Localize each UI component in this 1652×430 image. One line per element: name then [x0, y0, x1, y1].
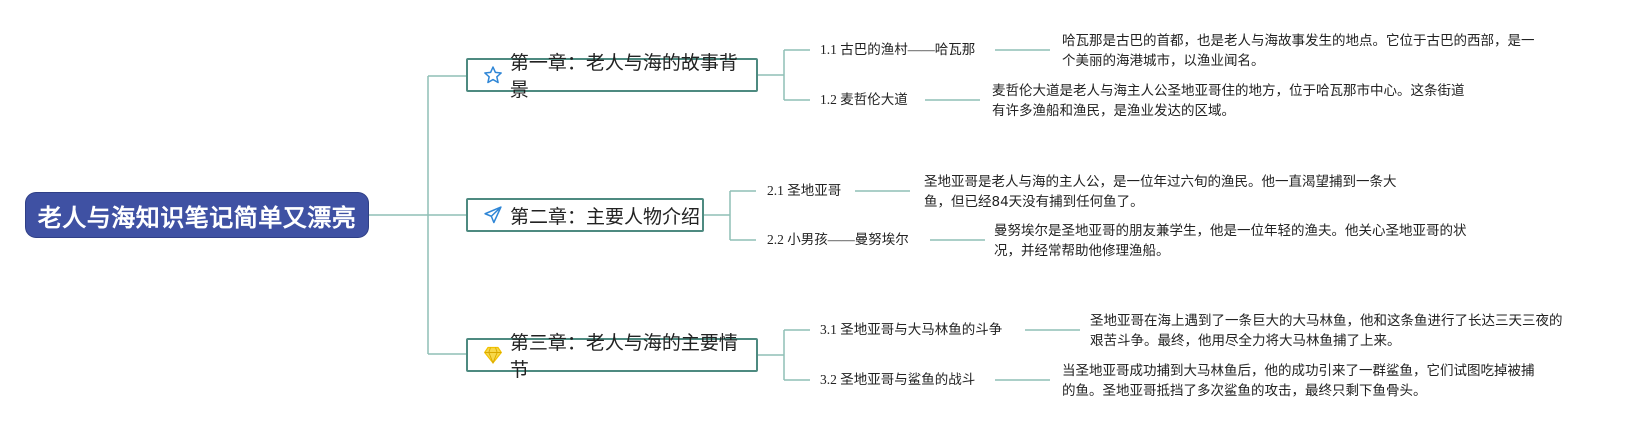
chapter-node-3[interactable]: 第三章：老人与海的主要情节 — [466, 332, 758, 381]
topic-3-2[interactable]: 3.2 圣地亚哥与鲨鱼的战斗 — [820, 372, 976, 387]
description-line: 圣地亚哥是老人与海的主人公，是一位年过六旬的渔民。他一直渴望捕到一条大 — [924, 174, 1397, 190]
topic-1-2-description: 麦哲伦大道是老人与海主人公圣地亚哥住的地方，位于哈瓦那市中心。这条街道 有许多渔… — [992, 81, 1512, 121]
description-line: 艰苦斗争。最终，他用尽全力将大马林鱼捕了上来。 — [1090, 333, 1401, 349]
chapter-node-2[interactable]: 第二章：主要人物介绍 — [466, 198, 704, 232]
description-line: 鱼，但已经84天没有捕到任何鱼了。 — [924, 194, 1144, 210]
topic-2-1[interactable]: 2.1 圣地亚哥 — [767, 183, 842, 198]
root-node[interactable]: 老人与海知识笔记简单又漂亮 — [26, 193, 368, 237]
description-line: 当圣地亚哥成功捕到大马林鱼后，他的成功引来了一群鲨鱼，它们试图吃掉被捕 — [1062, 363, 1535, 379]
topic-2-1-description: 圣地亚哥是老人与海的主人公，是一位年过六旬的渔民。他一直渴望捕到一条大 鱼，但已… — [924, 172, 1444, 212]
chapter-node-1[interactable]: 第一章：老人与海的故事背景 — [466, 52, 758, 101]
topic-1-2[interactable]: 1.2 麦哲伦大道 — [820, 92, 908, 107]
topic-1-1-description: 哈瓦那是古巴的首都，也是老人与海故事发生的地点。它位于古巴的西部，是一 个美丽的… — [1062, 31, 1582, 71]
description-line: 的鱼。圣地亚哥抵挡了多次鲨鱼的攻击，最终只剩下鱼骨头。 — [1062, 383, 1427, 399]
description-line: 况，并经常帮助他修理渔船。 — [994, 243, 1170, 259]
paper-plane-icon — [482, 204, 504, 226]
topic-3-2-description: 当圣地亚哥成功捕到大马林鱼后，他的成功引来了一群鲨鱼，它们试图吃掉被捕 的鱼。圣… — [1062, 361, 1582, 401]
chapter-label-3: 第三章：老人与海的主要情节 — [509, 332, 738, 381]
star-outline-icon — [482, 64, 504, 86]
root-label: 老人与海知识笔记简单又漂亮 — [37, 203, 357, 232]
topic-3-1[interactable]: 3.1 圣地亚哥与大马林鱼的斗争 — [820, 322, 1003, 337]
topic-3-1-description: 圣地亚哥在海上遇到了一条巨大的大马林鱼，他和这条鱼进行了长达三天三夜的 艰苦斗争… — [1090, 311, 1610, 351]
topic-2-2-description: 曼努埃尔是圣地亚哥的朋友兼学生，他是一位年轻的渔夫。他关心圣地亚哥的状 况，并经… — [994, 221, 1514, 261]
description-line: 个美丽的海港城市，以渔业闻名。 — [1062, 53, 1265, 69]
topic-2-2[interactable]: 2.2 小男孩——曼努埃尔 — [767, 232, 909, 247]
description-line: 哈瓦那是古巴的首都，也是老人与海故事发生的地点。它位于古巴的西部，是一 — [1062, 33, 1535, 49]
chapter-label-1: 第一章：老人与海的故事背景 — [509, 52, 738, 101]
topic-1-1[interactable]: 1.1 古巴的渔村——哈瓦那 — [820, 42, 976, 57]
diamond-icon — [482, 344, 504, 366]
description-line: 圣地亚哥在海上遇到了一条巨大的大马林鱼，他和这条鱼进行了长达三天三夜的 — [1090, 313, 1563, 329]
description-line: 曼努埃尔是圣地亚哥的朋友兼学生，他是一位年轻的渔夫。他关心圣地亚哥的状 — [994, 223, 1467, 239]
description-line: 有许多渔船和渔民，是渔业发达的区域。 — [992, 103, 1235, 119]
description-line: 麦哲伦大道是老人与海主人公圣地亚哥住的地方，位于哈瓦那市中心。这条街道 — [992, 83, 1465, 99]
chapter-label-2: 第二章：主要人物介绍 — [510, 205, 701, 228]
